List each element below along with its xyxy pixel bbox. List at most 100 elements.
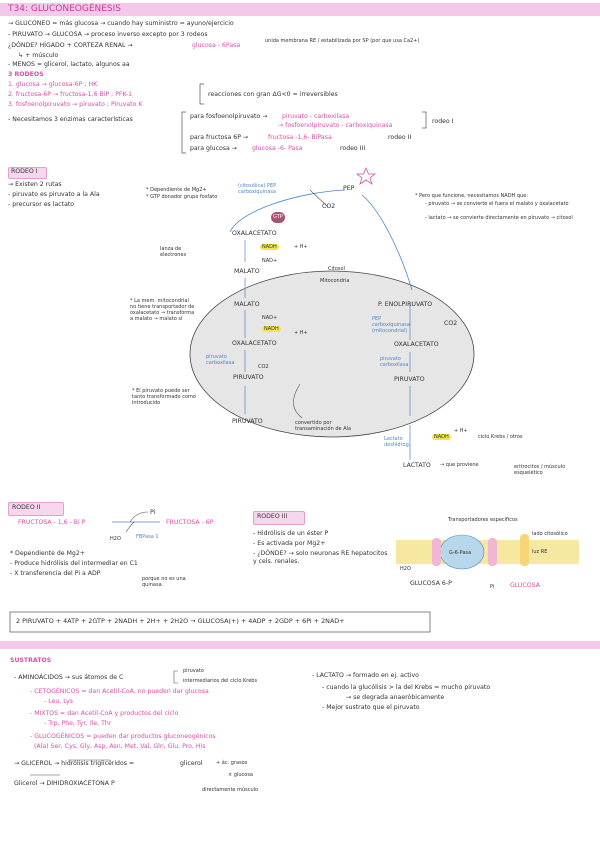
intro-line-4: ↳ + músculo [18,52,59,59]
glicerol-c: × glucosa [228,772,253,778]
rodeo1-note-4: * Dependiente de Mg2+ [146,187,207,193]
intro-g6pasa: glucosa - 6Pasa [192,42,241,49]
enzyme-3a: para glucosa → [190,145,237,152]
rodeo1-note-3: - precursor es lactato [8,201,75,208]
glicerol-b: + ác. grasos [216,760,248,766]
rodeo-list-2: 2. fructosa-6P → fructosa-1,6 BiP ; PFK-… [8,91,133,98]
nadh-mito: NADH [262,326,281,332]
rodeo1-note-2: - piruvato es piruvato a la Ala [8,191,100,198]
left-note-2: * El piruvato puede ser tanto transforma… [132,388,196,406]
oaa-cytosol: OXALACETATO [232,230,277,237]
rodeo1-note-1: → Existen 2 rutas [8,181,62,188]
intro-g6pasa-note: unida membrana RE / estabilizada por SP … [265,38,420,44]
piruvato-mito-right: PIRUVATO [394,376,425,383]
rodeo3-note-2: - Es activada por Mg2+ [253,540,326,547]
right-note-2: - piruvato → se convierte el fuera el ma… [425,201,569,207]
cetogenicos: - CETOGÉNICOS = dan Acetil-CoA, no puede… [30,688,209,695]
malato-cytosol: MALATO [234,268,260,275]
transamination-note: convertido por transaminación de Ala [295,420,352,432]
rodeo2-note-1: * Dependiente de Mg2+ [10,550,85,557]
ciclo-krebs-note: ciclo Krebs / otros [478,434,523,440]
enzyme-3b: glucosa -6- Pasa [252,145,303,152]
intro-line-1: → GLUCONEO = más glucosa → cuando hay su… [8,20,234,27]
rodeo-list-1: 1. glucosa → glucosa-6P ; HK [8,81,98,88]
enzyme-2a: para fructosa 6P → [190,134,249,141]
lactato-sub-2: → se degrada anaeróbicamente [346,694,445,701]
rodeos-note: reacciones con gran ΔG<0 = irreversibles [208,91,338,98]
glucogenicos-list: (Ala) Ser, Cys, Gly, Asp, Asn, Met, Val,… [34,743,206,750]
glicerol-line: → GLICEROL → hidrólisis triglicéridos = [14,760,135,767]
rodeo3-glucosa: GLUCOSA [510,582,540,589]
cetogenicos-list: - Leu, Lys [44,698,73,705]
intro-line-3: ¿DÓNDE? HÍGADO + CORTEZA RENAL → [8,42,133,49]
rodeo2-label: RODEO II [12,504,41,511]
right-note-3: - lactato → se convierte directamente en… [425,215,573,221]
malato-mito: MALATO [234,301,260,308]
page-title: T34: GLUCONEOGÉNESIS [8,4,122,14]
rodeo2-h2o: H2O [110,536,121,542]
rodeo2-label-box [8,502,64,516]
enzymes-lead: - Necesitamos 3 enzimas características [8,116,133,123]
rodeo1-label-box [8,167,47,179]
enzyme-3-rodeo: rodeo III [340,145,366,152]
co2-right: CO2 [444,320,458,327]
right-note-1: * Pero que funcione, necesitamos NADH qu… [415,193,529,199]
aa-piruvato: piruvato [183,668,204,674]
ldh-label: Lactato deshidrog. [384,436,411,448]
pc-right: piruvato carboxilasa [380,356,409,368]
rodeo2-note-4: porque no es una quinasa. [142,576,186,588]
h-mito: + H+ [294,330,308,336]
rodeo2-note-2: - Produce hidrólisis del intermediar en … [10,560,138,567]
citosol-label: Citosol [328,266,345,272]
rodeo2-note-3: - X transferencia del Pi a ADP [10,570,101,577]
nadh-cytosol: NADH [260,244,279,250]
cytosol-side-label: lado citosólico [532,531,568,537]
rodeo2-pi: Pi [150,509,156,516]
pepck-mito: PEP carboxiquinasa (mitocondrial) [372,316,410,334]
oaa-mito-right: OXALACETATO [394,341,439,348]
re-lumen-label: luz RE [532,549,548,555]
pep-cytosol: PEP [343,185,355,192]
oaa-mito-left: OXALACETATO [232,340,277,347]
enzyme-1a: para fosfoenolpiruvato → [190,113,268,120]
rodeo-list-3: 3. fosfoenolpiruvato → piruvato ; Piruva… [8,101,143,108]
intro-line-2: - PIRUVATO → GLUCOSA → proceso inverso e… [8,31,208,38]
piruvato-mito-left: PIRUVATO [233,374,264,381]
rodeo1-note-5: * GTP donador grupo fosfato [146,194,218,200]
title-bar [0,3,600,16]
sustratos-bar [0,641,600,649]
nadh-right: NADH [432,434,451,440]
left-note-1: * La mem. mitocondrial no tiene transpor… [130,298,195,322]
h-cytosol: + H+ [294,244,308,250]
intro-line-5: - MENOS = glicerol, lactato, algunos aa [8,61,130,68]
co2-left: CO2 [258,364,269,370]
fbpasa: FBPasa 1 [136,534,159,540]
piruvato-cytosol-left: PIRUVATO [232,418,263,425]
transport-label: Transportadores específicos [448,517,518,523]
enzyme-1b: piruvato - carboxilasa [282,113,350,120]
rodeo3-label: RODEO III [257,513,288,520]
glucogenicos: - GLUCOGÉNICOS = pueden dar productos gl… [30,733,216,740]
glicerol-path: Glicerol → DIHIDROXIACETONA P [14,780,115,787]
f16bp: FRUCTOSA - 1,6 - Bi P [18,519,86,526]
rodeo3-pi: Pi [490,584,495,590]
lactato-sub-1: - cuando la glucólisis > la del Krebs = … [322,684,491,691]
g6pasa-label: G-6-Pasa [449,550,472,556]
gtp-label: GTP [273,214,283,220]
glicerol-a: glicerol [180,760,203,767]
rodeo1-label: RODEO I [11,168,38,175]
aa-intermediarios: intermediarios del ciclo Krebs [183,678,258,684]
mito-label: Mitocondria [320,278,350,284]
sustratos-label: SUSTRATOS [10,657,52,664]
gtp-dot [271,212,285,223]
mixtos-list: - Trp, Phe, Tyr, Ile, Thr [44,720,112,727]
rodeos-heading: 3 RODEOS [8,71,44,78]
glicerol-d: directamente músculo [202,787,259,793]
pep-mito: P. ENOLPIRUVATO [378,301,433,308]
nad-mito: NAD+ [262,315,278,321]
aa-line: - AMINOÁCIDOS → sus átomos de C [14,674,124,681]
h-right: + H+ [454,428,468,434]
pc-left: piruvato carboxilasa [206,354,235,366]
lactato-node: LACTATO [403,462,431,469]
